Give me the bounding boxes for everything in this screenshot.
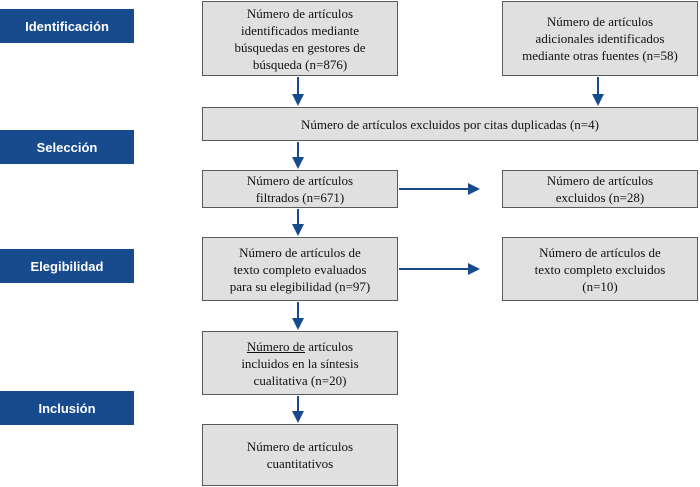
box-fulltext-excluded-line-2: texto completo excluidos <box>534 261 666 277</box>
box-identified-db-line-2: identificados mediante <box>240 22 360 38</box>
box-filtered-excluded-line-1: Número de artículos <box>546 173 654 188</box>
box-quantitative-line-2: cuantitativos <box>266 456 334 471</box>
box-filtered-excluded: Número de artículos excluidos (n=28) <box>502 170 698 208</box>
box-filtered: Número de artículos filtrados (n=671) <box>202 170 398 208</box>
stage-inclusion-label: Inclusión <box>38 400 96 416</box>
box-fulltext-excluded-line-1: Número de artículos de <box>539 244 661 260</box>
box-fulltext-assessed-line-1: Número de artículos de <box>239 244 361 260</box>
stage-elegibilidad: Elegibilidad <box>0 249 134 283</box>
box-qualitative-underlined: Número de <box>246 338 306 354</box>
box-filtered-line-2: filtrados (n=671) <box>255 190 345 205</box>
box-identified-db-line-3: búsquedas en gestores de <box>234 39 366 55</box>
box-identified-other-line-1: Número de artículos <box>546 14 654 29</box>
box-identified-db-line-1: Número de artículos <box>246 5 354 21</box>
box-fulltext-assessed-line-2: texto completo evaluados <box>233 261 367 277</box>
box-identified-other-line-3: mediante otras fuentes (n=58) <box>522 48 678 63</box>
box-qualitative-line-2: incluidos en la síntesis <box>241 355 359 371</box>
box-duplicates-excluded-line-1: Número de artículos excluidos por citas … <box>301 116 599 132</box>
box-filtered-excluded-line-2: excluidos (n=28) <box>555 190 645 205</box>
box-qualitative-line-1: Número de artículos <box>241 338 358 355</box>
stage-seleccion: Selección <box>0 130 134 164</box>
box-identified-db: Número de artículos identificados median… <box>202 1 398 76</box>
box-quantitative-synthesis: Número de artículos cuantitativos <box>202 424 398 486</box>
stage-seleccion-label: Selección <box>36 139 98 155</box>
box-fulltext-excluded-line-3: (n=10) <box>582 278 618 294</box>
box-identified-db-line-4: búsqueda (n=876) <box>252 56 348 72</box>
box-fulltext-assessed: Número de artículos de texto completo ev… <box>202 237 398 301</box>
box-identified-other-line-2: adicionales identificados <box>535 31 665 46</box>
box-qualitative-synthesis: Número de artículos incluidos en la sínt… <box>202 331 398 395</box>
box-identified-other: Número de artículos adicionales identifi… <box>502 1 698 76</box>
stage-elegibilidad-label: Elegibilidad <box>30 258 104 274</box>
box-qualitative-line-1-rest: artículos <box>305 338 354 354</box>
stage-inclusion: Inclusión <box>0 391 134 425</box>
stage-identificacion: Identificación <box>0 9 134 43</box>
box-qualitative-line-3: cualitativa (n=20) <box>253 372 347 388</box>
box-fulltext-excluded: Número de artículos de texto completo ex… <box>502 237 698 301</box>
box-fulltext-assessed-line-3: para su elegibilidad (n=97) <box>229 278 371 294</box>
box-duplicates-excluded: Número de artículos excluidos por citas … <box>202 107 698 141</box>
stage-identificacion-label: Identificación <box>25 18 109 34</box>
box-filtered-line-1: Número de artículos <box>246 173 354 188</box>
box-quantitative-line-1: Número de artículos <box>246 439 354 454</box>
